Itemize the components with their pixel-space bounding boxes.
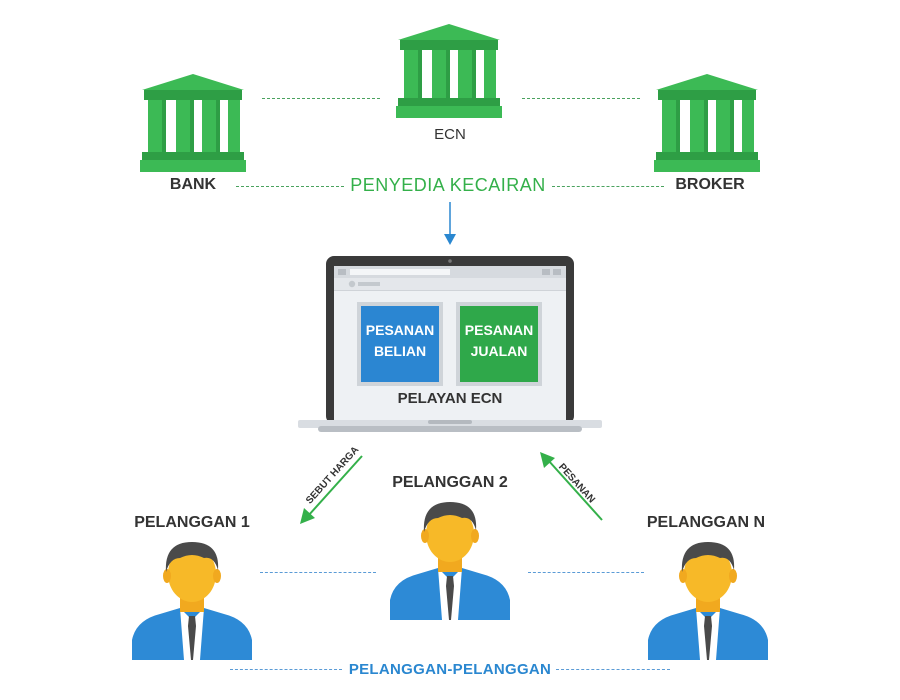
ecn-label: ECN	[434, 126, 466, 143]
ecn-building-icon	[396, 24, 502, 118]
sell-orders-line1: PESANAN	[464, 322, 534, 338]
client-1-label: PELANGGAN 1	[134, 514, 250, 531]
client-2-person-icon	[390, 502, 510, 620]
buy-orders-line2: BELIAN	[373, 343, 427, 359]
client-1-person-icon	[132, 542, 252, 660]
liquidity-provider-label: PENYEDIA KECAIRAN	[350, 175, 546, 195]
down-arrow-icon	[444, 202, 456, 245]
laptop: PESANAN BELIAN PESANAN JUALAN PELAYAN EC…	[298, 254, 602, 434]
client-n-label: PELANGGAN N	[646, 514, 766, 531]
client-2-label: PELANGGAN 2	[392, 474, 508, 491]
quote-arrow-icon	[300, 455, 363, 524]
laptop-frame-icon	[298, 256, 602, 432]
order-arrow-icon	[540, 452, 603, 521]
clients-right-connector	[556, 669, 670, 670]
bank-label: BANK	[169, 176, 217, 193]
broker-label: BROKER	[675, 176, 745, 193]
ecn-broker-connector	[522, 98, 640, 99]
client2-clientn-connector	[528, 572, 644, 573]
sell-orders-line2: JUALAN	[470, 343, 528, 359]
liquidity-broker-connector	[552, 186, 664, 187]
client-n-person-icon	[648, 542, 768, 660]
clients-left-connector	[230, 669, 342, 670]
clients-group-label: PELANGGAN-PELANGGAN	[348, 661, 552, 678]
broker-building-icon	[654, 74, 760, 172]
bank-liquidity-connector	[236, 186, 344, 187]
ecn-server-label: PELAYAN ECN	[397, 390, 503, 407]
buy-orders-line1: PESANAN	[365, 322, 435, 338]
sell-orders-box: PESANAN JUALAN	[460, 320, 538, 362]
client1-client2-connector	[260, 572, 376, 573]
bank-building-icon	[140, 74, 246, 172]
bank-ecn-connector	[262, 98, 380, 99]
buy-orders-box: PESANAN BELIAN	[361, 320, 439, 362]
